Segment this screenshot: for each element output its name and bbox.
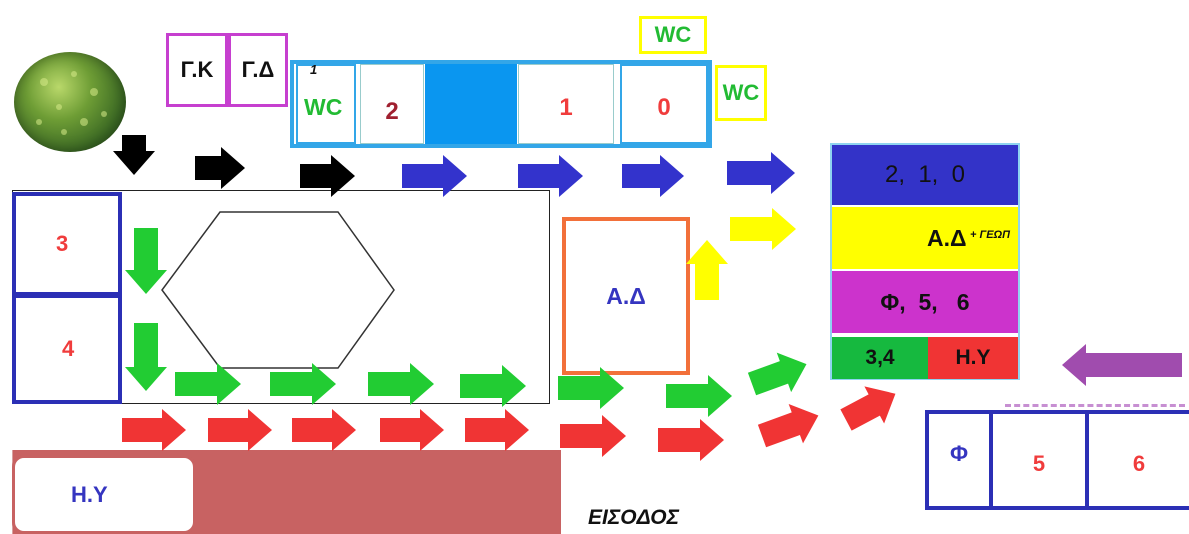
hy-box: Η.Υ xyxy=(12,455,196,534)
room-0-label: 0 xyxy=(657,94,671,121)
legend-row-4-right-label: Η.Υ xyxy=(955,346,991,369)
arrow-red xyxy=(122,409,186,451)
wc-top-box: WC xyxy=(639,16,707,54)
arrow-purple xyxy=(1062,344,1182,386)
arrow-red xyxy=(757,403,819,448)
room-4: 4 xyxy=(12,294,122,404)
arrow-red xyxy=(560,415,626,457)
legend-row-4-left-label: 3,4 xyxy=(865,346,895,369)
legend-panel: 2, 1, 0 Α.Δ + ΓΕΩΠ Φ, 5, 6 3,4 Η.Υ xyxy=(830,143,1020,380)
room-6: 6 xyxy=(1085,410,1189,510)
arrow-blue xyxy=(622,155,684,197)
room-2: 2 xyxy=(360,64,424,144)
arrow-red xyxy=(292,409,356,451)
room-phi: Φ xyxy=(925,410,993,510)
room-2-label: 2 xyxy=(385,98,399,125)
arrow-red xyxy=(658,419,724,461)
room-6-label: 6 xyxy=(1132,451,1146,476)
arrow-red xyxy=(380,409,444,451)
room-1-label: 1 xyxy=(559,94,573,121)
legend-row-4-right: Η.Υ xyxy=(928,337,1018,379)
gk-box: Γ.Κ xyxy=(166,33,228,107)
arrow-green xyxy=(666,375,732,417)
legend-row-1-label: 2, 1, 0 xyxy=(884,161,966,188)
ad-box: Α.Δ xyxy=(562,217,690,375)
legend-row-1: 2, 1, 0 xyxy=(832,145,1018,205)
wc-superscript: 1 xyxy=(310,62,318,77)
gd-box: Γ.Δ xyxy=(228,33,288,107)
hexagon-shape xyxy=(161,211,395,369)
arrow-red xyxy=(840,386,896,431)
arrow-blue xyxy=(727,152,795,194)
top-rooms-fill xyxy=(425,64,517,144)
gd-label: Γ.Δ xyxy=(241,57,275,82)
room-1: 1 xyxy=(518,64,614,144)
entrance-label: ΕΙΣΟΔΟΣ xyxy=(588,506,679,529)
gk-label: Γ.Κ xyxy=(180,57,214,82)
bush-image xyxy=(14,52,126,152)
arrow-red xyxy=(465,409,529,451)
hy-label: Η.Υ xyxy=(71,481,108,507)
wc-top-label: WC xyxy=(654,22,692,47)
room-3-label: 3 xyxy=(56,231,69,256)
arrow-green xyxy=(747,352,807,396)
legend-row-2-sub: + ΓΕΩΠ xyxy=(970,229,1011,241)
room-4-label: 4 xyxy=(62,336,75,361)
room-5: 5 xyxy=(989,410,1089,510)
legend-row-2: Α.Δ + ΓΕΩΠ xyxy=(832,207,1018,269)
room-0: 0 xyxy=(620,64,708,144)
arrow-yellow xyxy=(730,208,796,250)
room-5-label: 5 xyxy=(1032,451,1046,476)
wc-right-box: WC xyxy=(715,65,767,121)
purple-dashes xyxy=(1005,404,1185,410)
room-phi-label: Φ xyxy=(949,441,969,466)
legend-row-3: Φ, 5, 6 xyxy=(832,271,1018,333)
wc-right-label: WC xyxy=(722,80,760,105)
legend-row-2-main: Α.Δ xyxy=(927,225,967,251)
ad-label: Α.Δ xyxy=(606,282,646,309)
legend-row-3-label: Φ, 5, 6 xyxy=(880,288,970,315)
arrow-yellow-up xyxy=(686,240,728,300)
legend-row-4-left: 3,4 xyxy=(832,337,928,379)
wc-room-label: WC xyxy=(304,94,343,120)
room-wc: 1 WC xyxy=(296,62,356,144)
arrow-black xyxy=(195,147,245,189)
room-3: 3 xyxy=(12,192,122,296)
arrow-red xyxy=(208,409,272,451)
